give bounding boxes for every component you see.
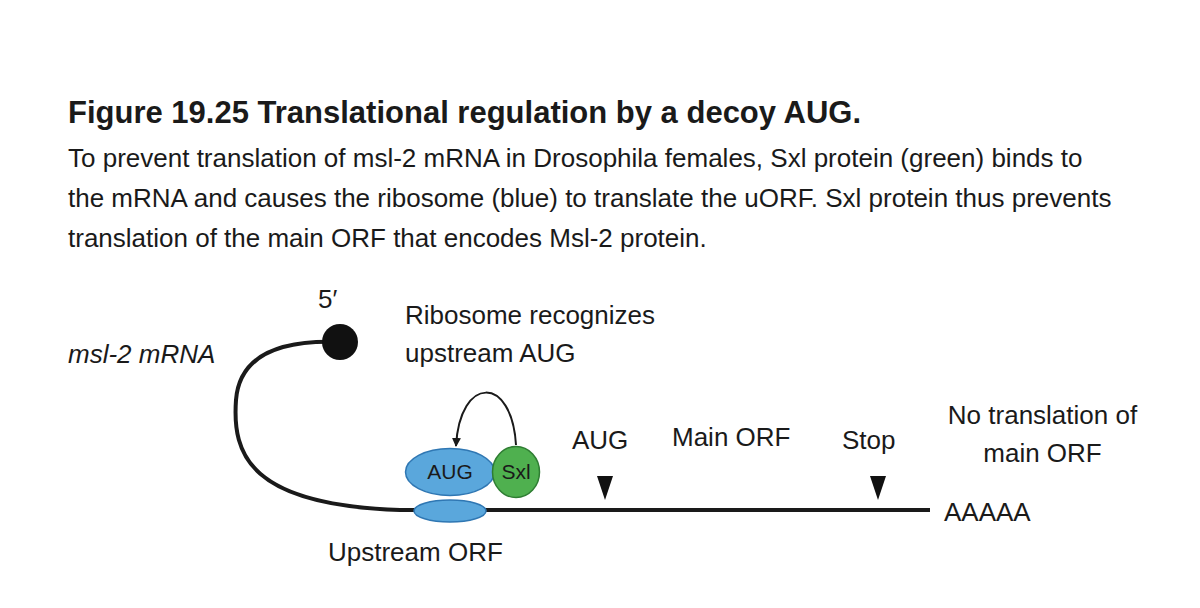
codon-label: AUG <box>572 425 628 456</box>
start-marker <box>597 476 613 500</box>
stop-marker <box>870 476 886 500</box>
callout-note: Ribosome recognizes upstream AUG <box>405 296 695 372</box>
curved-arrow <box>456 393 516 446</box>
sxl-protein: Sxl <box>491 445 541 499</box>
five-prime-cap <box>322 324 358 360</box>
ribosome-large-subunit <box>414 500 486 522</box>
polya-label: AAAAA <box>944 497 1031 528</box>
figure-caption: To prevent translation of msl-2 mRNA in … <box>68 138 1118 258</box>
prime-label: 5′ <box>318 284 337 315</box>
orf-label: Upstream ORF <box>328 537 503 568</box>
mrna-strand <box>236 342 930 510</box>
mrna-label: msl-2 mRNA <box>68 339 215 370</box>
codon-label: Stop <box>842 425 896 456</box>
node-text: AUG <box>427 460 473 484</box>
node-text: Sxl <box>501 460 530 484</box>
ribosome-small-subunit: AUG <box>404 447 496 497</box>
outcome-note: No translation of main ORF <box>930 396 1155 472</box>
orf-label: Main ORF <box>672 422 790 453</box>
figure-title: Figure 19.25 Translational regulation by… <box>68 94 1168 132</box>
